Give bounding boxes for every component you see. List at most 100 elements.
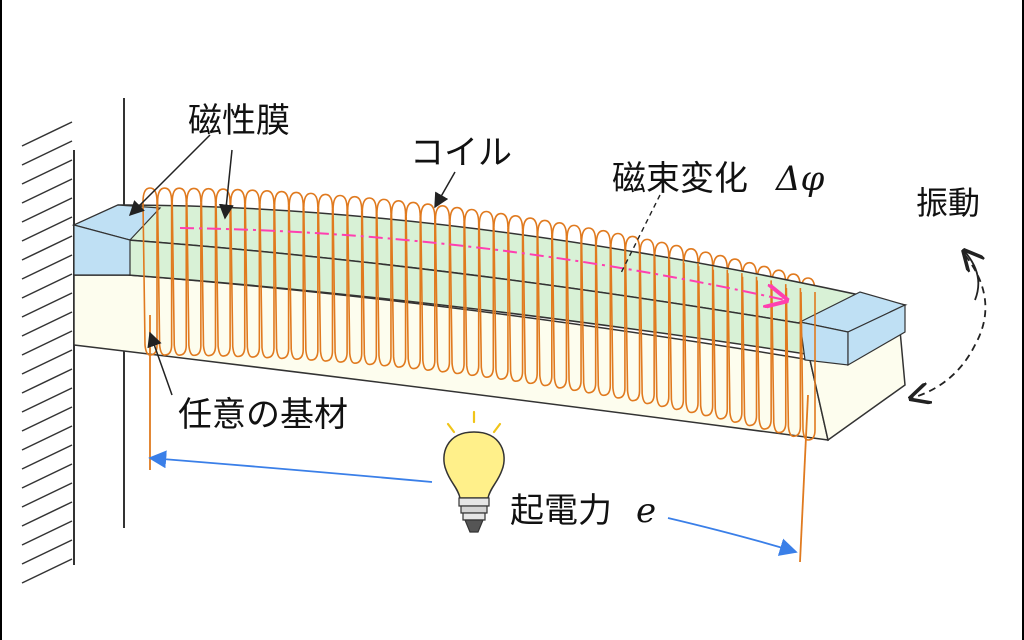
coil-loop-front (463, 223, 480, 377)
coil-loop-back (156, 187, 173, 203)
film-pointer-arrow-1 (128, 134, 211, 217)
coil-loop-front (493, 227, 509, 380)
emf-arrow-right (667, 517, 798, 556)
hatch-line (21, 425, 73, 451)
coil-loop-back (420, 203, 436, 219)
hatch-line (21, 558, 73, 584)
coil-back-loops (142, 187, 816, 293)
hatch-line (21, 482, 73, 508)
coil-loop-front (580, 241, 597, 394)
coil-lead-right (799, 394, 809, 563)
hatch-line (21, 254, 73, 280)
coil-loop-front (683, 262, 699, 414)
coil-loop-front (624, 250, 641, 402)
coil-loop-back (244, 189, 261, 205)
coil-loop-front (288, 206, 305, 360)
coil-loop-back (434, 204, 451, 220)
hatch-line (21, 178, 73, 204)
coil-loop-back (449, 206, 465, 222)
coil-loop-back (463, 208, 480, 224)
coil-loop-back (215, 188, 231, 204)
coil-pointer-arrow (434, 171, 456, 209)
hatch-line (21, 444, 73, 470)
coil-loop-back (493, 212, 509, 228)
hatch-line (21, 387, 73, 413)
coil-loop-back (551, 222, 568, 237)
label-flux-symbol: Δφ (774, 159, 825, 199)
coil-loop-back (171, 187, 188, 203)
film-left-end-front (73, 224, 131, 276)
coil-loop-front (697, 266, 714, 417)
coil-loop-front (200, 202, 217, 357)
coil-loop-back (390, 200, 407, 215)
bulb-glass (443, 431, 505, 499)
coil-loop-front (420, 218, 436, 371)
coil-loop-front (229, 203, 246, 358)
label-emf-symbol: e (636, 491, 656, 531)
flux-pointer-line (619, 194, 661, 276)
hatch-line (21, 216, 73, 242)
coil-loop-back (229, 188, 246, 204)
hatch-line (21, 330, 73, 356)
hatch-line (21, 349, 73, 375)
label-vibration: 振動 (916, 184, 980, 222)
coil-loop-front (478, 225, 495, 379)
coil-loop-back (317, 193, 334, 209)
coil-loop-back (727, 258, 743, 274)
coil-loop-back (566, 224, 582, 240)
vibration-arrow-head-up (965, 252, 978, 301)
coil-loop-back (683, 248, 699, 263)
coil-loop-front (156, 202, 173, 356)
coil-loop-front (727, 273, 743, 423)
coil-loop-back (522, 217, 538, 233)
hatch-line (21, 197, 73, 223)
coil-loop-front (522, 232, 538, 385)
coil-loop-front (551, 236, 568, 389)
coil-loop-front (610, 247, 626, 399)
coil-loop-back (507, 214, 524, 230)
coil-loop-front (361, 211, 378, 366)
coil-loop-front (405, 216, 421, 370)
coil-front-loops (142, 201, 816, 441)
coil-loop-back (259, 190, 275, 205)
label-substrate: 任意の基材 (178, 395, 348, 435)
emf-arrow-left (148, 450, 433, 483)
coil-loop-back (668, 244, 685, 260)
coil-loop-front (346, 210, 363, 365)
coil-loop-front (668, 259, 685, 411)
coil-loop-back (580, 227, 597, 243)
coil-loop-front (770, 284, 787, 434)
coil-loop-back (288, 191, 305, 207)
coil-loop-back (624, 235, 641, 251)
coil-loop-back (610, 232, 626, 248)
coil-loop-back (186, 187, 202, 203)
hatch-line (21, 292, 73, 318)
label-magnetic-film: 磁性膜 (188, 101, 290, 141)
coil-loop-front (537, 234, 553, 387)
coil-loop-back (653, 241, 670, 257)
coil-loop-front (273, 205, 290, 360)
coil-loop-front (595, 244, 612, 397)
coil-loop-back (273, 190, 290, 206)
coil-loop-front (376, 213, 392, 367)
coil-loop-back (595, 229, 612, 245)
hatch-line (21, 235, 73, 261)
coil-loop-front (317, 208, 334, 362)
right-frame-border (1022, 0, 1024, 640)
hatch-line (21, 273, 73, 299)
coil-loop-front (449, 221, 465, 375)
hatch-line (21, 140, 73, 166)
coil-loop-back (639, 238, 655, 254)
coil-loop-front (259, 204, 275, 359)
hatch-line (21, 121, 73, 147)
light-bulb-icon (443, 410, 505, 533)
coil-loop-front (712, 269, 729, 420)
coil-loop-back (712, 254, 729, 270)
substrate-pointer-arrow (147, 331, 173, 396)
coil-loop-back (537, 219, 553, 235)
left-frame-border (0, 0, 2, 640)
coil-loop-front (507, 229, 524, 383)
film-pointer-arrow-2 (218, 149, 234, 220)
coil-loop-front (653, 256, 670, 408)
